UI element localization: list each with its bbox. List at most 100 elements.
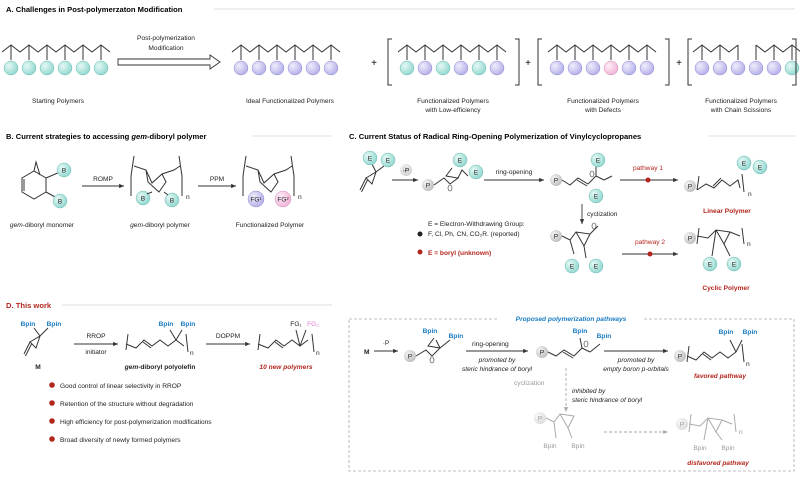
linear-polymer-label: Linear Polymer — [703, 208, 751, 215]
svg-text:n: n — [746, 361, 750, 368]
svg-text:FG₁: FG₁ — [290, 321, 302, 328]
svg-text:n: n — [748, 191, 752, 198]
svg-text:P: P — [688, 184, 693, 191]
svg-text:P: P — [540, 350, 545, 357]
pendant-bead — [305, 60, 321, 76]
plus-2: + — [525, 58, 531, 69]
svg-text:E: E — [596, 158, 601, 165]
pendant-bead — [621, 60, 637, 76]
svg-text:n: n — [739, 429, 743, 436]
cyclic-polymer-label: Cyclic Polymer — [702, 285, 750, 292]
pendant-bead — [435, 60, 451, 76]
def-3: E = boryl (unknown) — [428, 250, 491, 257]
new-polymers-label: 10 new polymers — [259, 364, 312, 371]
monomer-M: Bpin Bpin — [21, 321, 62, 357]
box-inhibited-a: inhibited by — [572, 388, 606, 395]
new-polymer: FG₁ FG₂ n — [257, 321, 320, 357]
bullet-red — [417, 249, 423, 255]
def-2: F, Cl, Ph, CN, CO₂R. (reported) — [428, 231, 520, 238]
label-defects-2: with Defects — [584, 107, 622, 114]
vcp-monomer: E E — [359, 150, 396, 193]
gem-diboryl-polyolefin: Bpin Bpin n — [125, 321, 196, 357]
svg-text:P: P — [678, 354, 683, 361]
svg-text:E: E — [386, 158, 391, 165]
svg-text:E: E — [742, 161, 747, 168]
pendant-bead — [567, 60, 583, 76]
pendant-bead — [471, 60, 487, 76]
section-d-title: D. This work — [6, 301, 52, 310]
gem-diboryl-monomer: B B — [21, 160, 72, 209]
pendant-bead — [93, 60, 109, 76]
svg-text:Bpin: Bpin — [573, 328, 588, 335]
chain-starting — [1, 44, 111, 76]
chain-scission — [692, 44, 800, 76]
box-promoted-1a: promoted by — [478, 357, 516, 364]
pendant-bead — [784, 60, 800, 76]
pendant-bead — [57, 60, 73, 76]
rrop-label: RROP — [86, 333, 106, 340]
svg-text:n: n — [298, 194, 302, 201]
svg-text:P: P — [554, 178, 559, 185]
box-cyclization-label: cyclization — [514, 380, 545, 387]
functionalized-label: Functionalized Polymer — [236, 222, 305, 229]
monomer-label: gem-diboryl monomer — [10, 222, 75, 229]
pendant-bead — [251, 60, 267, 76]
gem-diboryl-polymer: B B n — [130, 155, 190, 208]
svg-text:E: E — [758, 165, 763, 172]
label-starting: Starting Polymers — [32, 98, 85, 105]
label-ideal: Ideal Functionalized Polymers — [246, 98, 335, 105]
plus-3: + — [676, 58, 682, 69]
polymer-chains — [1, 44, 800, 76]
svg-text:P: P — [538, 416, 543, 423]
ppm-arrow-label-2: Modification — [148, 45, 184, 52]
svg-text:E: E — [474, 170, 479, 177]
label-scission-2: with Chain Scissions — [710, 107, 772, 114]
ppm-hollow-arrow — [117, 54, 221, 70]
box-favored-polymer: P Bpin Bpin n — [674, 329, 757, 368]
initiator-label: initiator — [85, 349, 107, 356]
svg-text:E: E — [570, 264, 575, 271]
pendant-bead — [75, 60, 91, 76]
pendant-bead — [489, 60, 505, 76]
pathways-title-bg — [498, 314, 644, 323]
section-b-title: B. Current strategies to accessing gem-d… — [6, 132, 207, 141]
favored-label: favored pathway — [694, 373, 746, 380]
cyclized-radical: P E E — [550, 222, 604, 274]
ppm-arrow-label-1: Post-polymerization — [137, 35, 195, 42]
svg-text:High efficiency for post-polym: High efficiency for post-polymerization … — [60, 419, 212, 426]
svg-text:n: n — [186, 194, 190, 201]
chain-low-eff — [397, 44, 507, 76]
polymer-label: gem-diboryl polymer — [130, 222, 191, 229]
pendant-bead — [639, 60, 655, 76]
svg-text:Bpin: Bpin — [47, 321, 62, 328]
svg-text:Bpin: Bpin — [181, 321, 196, 328]
linear-polymer: P E E n — [684, 155, 768, 198]
minus-p-text: ·P — [403, 168, 410, 175]
svg-text:B: B — [62, 168, 67, 175]
doppm-label: DOPPM — [216, 333, 240, 340]
pathway-1-label: pathway 1 — [633, 165, 663, 172]
svg-text:Bpin: Bpin — [693, 445, 707, 452]
svg-text:B: B — [58, 199, 63, 206]
bullet-black — [417, 231, 423, 237]
svg-text:Bpin: Bpin — [423, 328, 438, 335]
svg-text:P: P — [680, 422, 685, 429]
pendant-bead — [287, 60, 303, 76]
bracket-left-2 — [537, 38, 542, 86]
svg-text:Bpin: Bpin — [159, 321, 174, 328]
svg-text:n: n — [316, 350, 320, 357]
svg-text:Retention of the structure wit: Retention of the structure without degra… — [60, 401, 194, 408]
pendant-bead — [399, 60, 415, 76]
pathways-box-title-fg: Proposed polymerization pathways — [516, 316, 627, 323]
svg-text:Broad diversity of newly forme: Broad diversity of newly formed polymers — [60, 437, 181, 444]
box-cyclized-radical: P Bpin Bpin — [534, 412, 585, 450]
svg-text:Bpin: Bpin — [719, 329, 734, 336]
box-ring-opened-radical: P Bpin Bpin — [536, 328, 611, 359]
box-disfavored-polymer: P Bpin Bpin n — [676, 413, 743, 452]
bracket-left-1 — [387, 38, 392, 86]
svg-text:Bpin: Bpin — [743, 329, 758, 336]
svg-text:Good control of linear selecti: Good control of linear selectivity in RR… — [60, 383, 182, 390]
label-defects-1: Functionalized Polymers — [567, 98, 640, 105]
pathway-2-label: pathway 2 — [635, 239, 665, 246]
svg-text:Bpin: Bpin — [449, 333, 464, 340]
